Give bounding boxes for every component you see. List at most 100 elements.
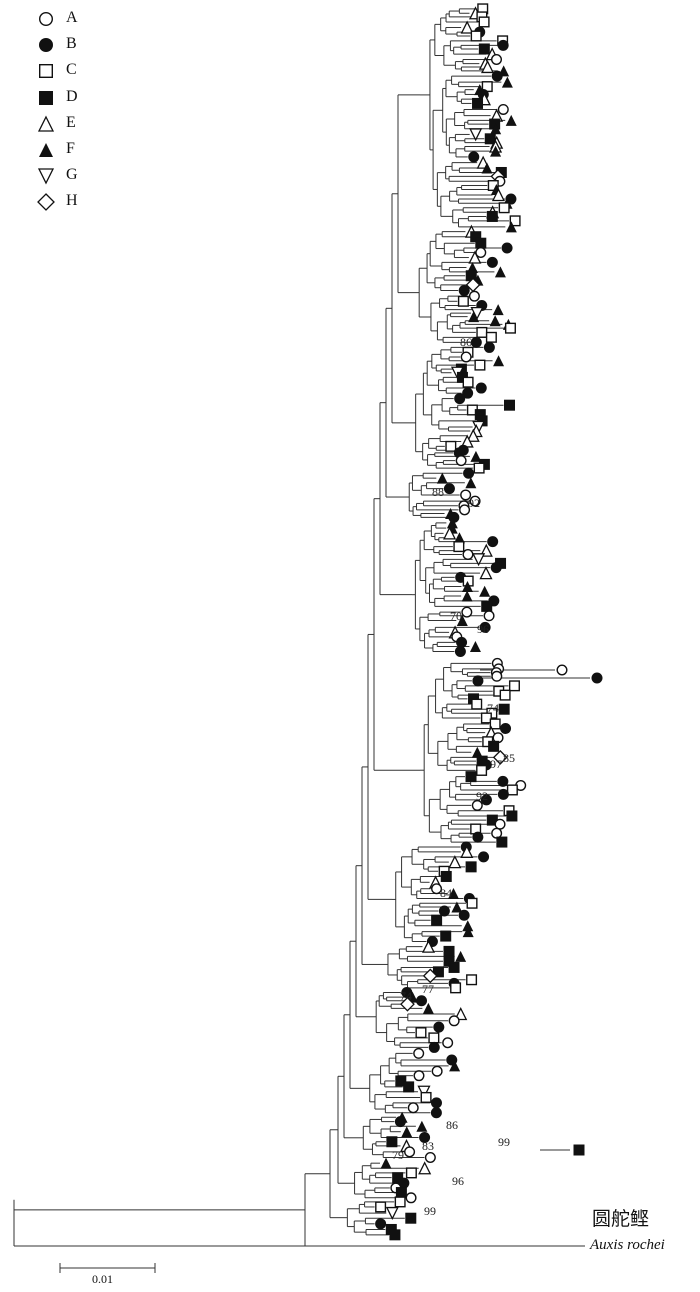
legend-marker-icon [39,38,53,53]
tip-marker [431,883,443,895]
tip-marker [473,462,485,474]
tip-marker [484,133,496,145]
tip-marker [481,162,493,174]
legend-marker-shape [37,115,55,132]
tip-marker [395,1075,407,1087]
tip-marker [448,855,462,869]
tip-marker [490,562,502,574]
tip-marker [394,1196,406,1208]
tip-marker [431,914,443,926]
tip-marker [476,755,488,767]
bootstrap-label: 74 [400,989,412,1003]
tip-marker [455,950,467,962]
legend-marker-icon [37,168,55,185]
tip-marker [469,495,481,507]
tip-marker [456,636,468,648]
tip-marker [472,553,486,567]
tip-marker [413,1047,425,1059]
tip-marker [385,1206,399,1221]
tip-marker [462,549,474,561]
legend-marker-shape [37,193,55,212]
tip-marker [466,261,478,273]
tip-marker [480,712,492,724]
tip-marker [448,961,460,973]
tip-markers [375,3,603,1241]
tip-marker [465,861,477,873]
tip-marker [462,376,474,388]
tip-marker [420,1091,432,1103]
tip-marker [498,703,510,715]
tip-marker [479,585,491,597]
tip-marker [375,1201,387,1213]
tip-marker [476,764,488,776]
tip-marker [428,1041,440,1053]
legend-marker-shape [39,38,53,53]
tip-marker [440,930,452,942]
legend-label: D [66,87,78,105]
tip-marker [443,483,455,495]
tip-marker [392,1172,404,1184]
tip-marker [422,1002,434,1014]
tip-marker [496,836,508,848]
tip-marker [465,477,477,489]
tip-marker [480,794,492,806]
bootstrap-label: 77 [422,982,434,996]
tip-marker [405,1167,417,1179]
legend-marker-shape [39,90,53,105]
tip-marker [475,246,487,258]
tip-marker [476,326,488,338]
tip-marker [501,242,513,254]
tip-marker [457,295,469,307]
tip-marker [456,615,468,627]
tip-marker [432,966,444,978]
tip-marker [398,1177,410,1189]
tip-marker [430,1097,442,1109]
tip-marker [486,256,498,268]
bootstrap-label: 99 [498,1135,510,1149]
tip-marker [469,641,481,653]
tip-marker [468,311,480,323]
tip-marker [504,322,516,334]
tip-marker [470,336,482,348]
tip-marker [462,926,474,938]
tip-marker [508,680,520,692]
tip-marker [491,188,506,202]
tip-marker [487,536,499,548]
tip-marker [479,621,491,633]
tip-marker [492,304,504,316]
tip-marker [493,355,505,367]
tip-marker [481,59,495,74]
tip-marker [498,202,510,214]
bootstrap-label: 88 [432,485,444,499]
bootstrap-label: 74 [487,701,499,715]
tip-marker [401,986,413,998]
tip-marker [468,250,482,264]
tip-marker [497,103,509,115]
tip-marker [416,1120,428,1132]
tip-marker [489,118,501,130]
legend-label: H [66,192,78,210]
tip-marker [475,382,487,394]
tip-marker [446,517,458,529]
tip-marker [591,672,603,684]
tip-marker [456,371,468,383]
tip-marker [501,76,513,88]
tip-marker [421,939,436,953]
tip-marker [506,784,518,796]
legend-marker-shape [38,11,54,27]
tip-marker [465,771,477,783]
tip-marker [466,428,480,442]
tip-marker [461,606,473,618]
tip-marker [461,590,473,602]
bootstrap-label: 96 [477,622,489,636]
tip-marker [407,1102,419,1114]
tip-marker [431,1065,443,1077]
tip-marker [448,1015,460,1027]
tip-marker [461,580,473,592]
tip-marker [479,566,493,580]
tip-marker [416,995,428,1007]
outgroup-chinese-name: 圆舵鲣 [592,1208,650,1230]
tip-marker [453,532,465,544]
